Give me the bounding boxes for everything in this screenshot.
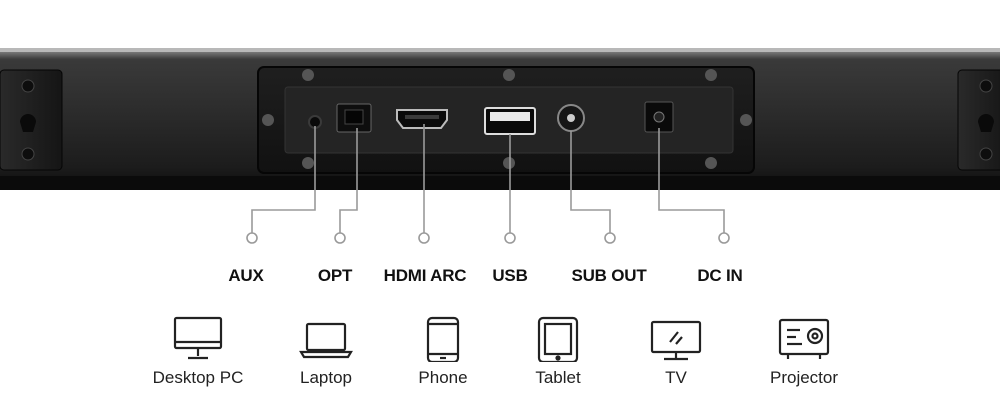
dc-in-port (644, 101, 674, 133)
opt-callout-line (339, 128, 358, 233)
callout-endpoints (246, 232, 730, 244)
port-label-dc-in: DC IN (697, 266, 743, 285)
sub-out-port (557, 104, 585, 132)
device-tv: TV (611, 316, 741, 388)
device-label-tablet: Tablet (535, 368, 581, 387)
soundbar-illustration (0, 48, 1000, 244)
device-laptop: Laptop (261, 316, 391, 388)
device-label-laptop: Laptop (300, 368, 352, 387)
projector-icon (778, 318, 830, 359)
usb-port (484, 107, 536, 135)
laptop-icon (299, 322, 353, 359)
dc-in-callout-line (658, 128, 725, 233)
sub-out-callout-line (570, 131, 611, 233)
device-projector: Projector (739, 316, 869, 388)
port-label-aux: AUX (228, 266, 264, 285)
callout-lines (251, 124, 725, 233)
aux-callout-line (251, 126, 316, 233)
tv-icon (650, 320, 702, 361)
port-label-sub-out: SUB OUT (571, 266, 647, 285)
phone-icon (426, 316, 460, 362)
device-label-phone: Phone (418, 368, 468, 387)
device-phone: Phone (378, 316, 508, 388)
device-label-tv: TV (665, 368, 687, 387)
port-label-opt: OPT (317, 266, 353, 285)
wall-bracket-right (957, 69, 1000, 171)
device-desktop-pc: Desktop PC (133, 316, 263, 388)
device-tablet: Tablet (493, 316, 623, 388)
device-label-desktop-pc: Desktop PC (152, 368, 244, 387)
hdmi-arc-port (396, 109, 448, 129)
desktop-pc-icon (173, 316, 223, 360)
tablet-icon (537, 316, 579, 362)
port-label-usb: USB (492, 266, 528, 285)
device-label-projector: Projector (769, 368, 839, 387)
wall-bracket-left (0, 69, 63, 171)
port-label-hdmi-arc: HDMI ARC (383, 266, 467, 285)
opt-port (336, 103, 372, 133)
